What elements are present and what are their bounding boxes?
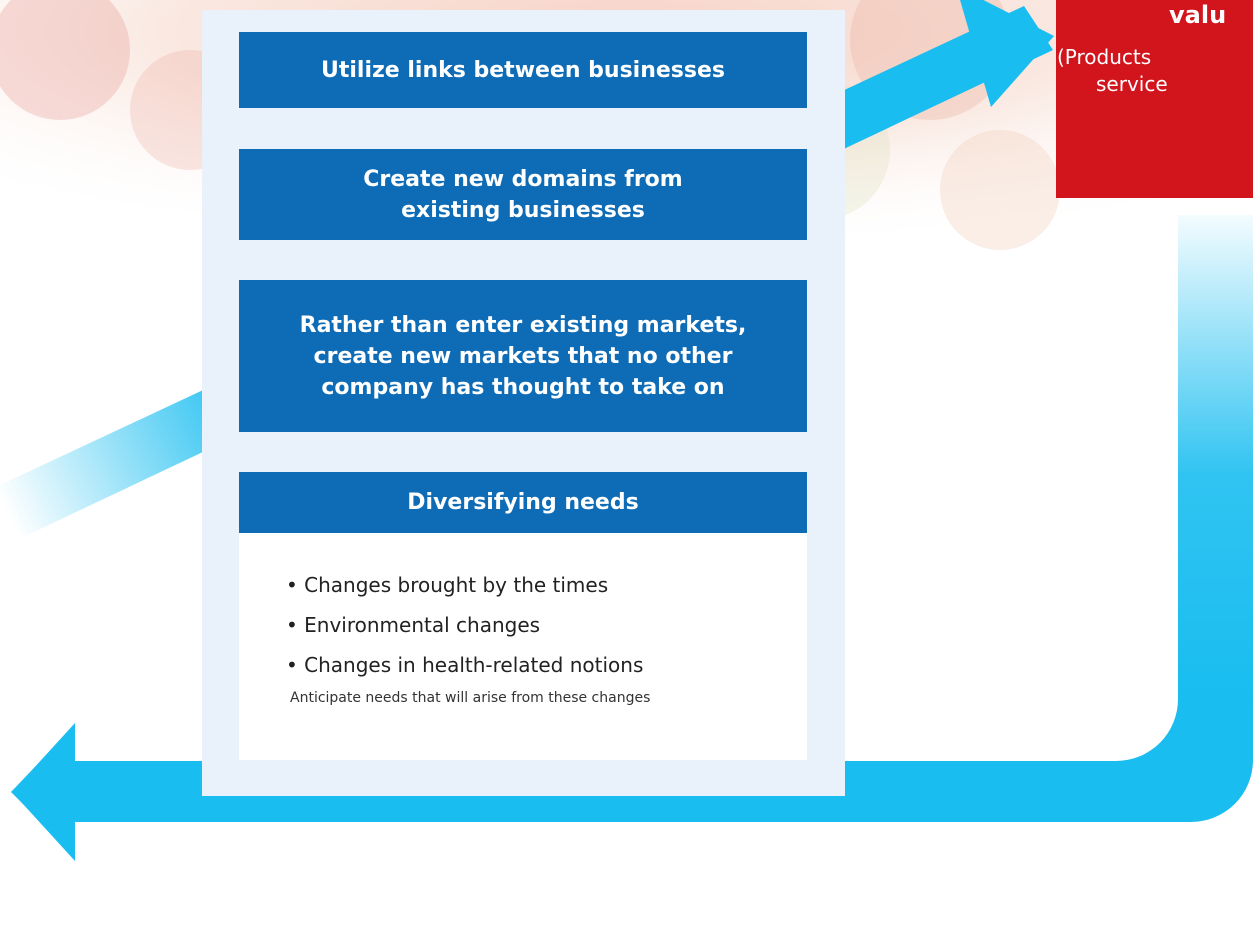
step-utilize-links-label: Utilize links between businesses [320, 57, 726, 83]
needs-item-environment: • Environmental changes [286, 613, 541, 637]
value-box: valu (Products service [1056, 0, 1253, 198]
diversifying-needs-title: Diversifying needs [407, 490, 639, 515]
step-new-markets: Rather than enter existing markets, crea… [239, 280, 807, 432]
needs-item-health: • Changes in health-related notions [286, 653, 644, 677]
step-new-markets-line-3: company has thought to take on [321, 374, 725, 400]
step-utilize-links: Utilize links between businesses [239, 32, 807, 108]
step-new-domains-line-1: Create new domains from [363, 166, 683, 192]
needs-list: • Changes brought by the times • Environ… [239, 533, 807, 760]
left-arrowhead-full [12, 723, 75, 861]
return-arrow-stem [1178, 215, 1253, 700]
step-new-domains: Create new domains from existing busines… [239, 149, 807, 240]
step-new-domains-line-2: existing businesses [401, 197, 645, 223]
needs-item-times: • Changes brought by the times [286, 573, 609, 597]
step-new-markets-line-1: Rather than enter existing markets, [299, 312, 747, 338]
diversifying-needs-header: Diversifying needs [239, 472, 807, 533]
value-box-subtitle-line-2: service [1096, 72, 1168, 96]
step-new-markets-line-2: create new markets that no other [313, 343, 733, 369]
value-box-title: valu [1169, 1, 1227, 29]
needs-note: Anticipate needs that will arise from th… [290, 690, 651, 706]
value-box-subtitle-line-1: (Products [1057, 45, 1152, 69]
diagonal-arrow-head [960, 0, 1054, 107]
